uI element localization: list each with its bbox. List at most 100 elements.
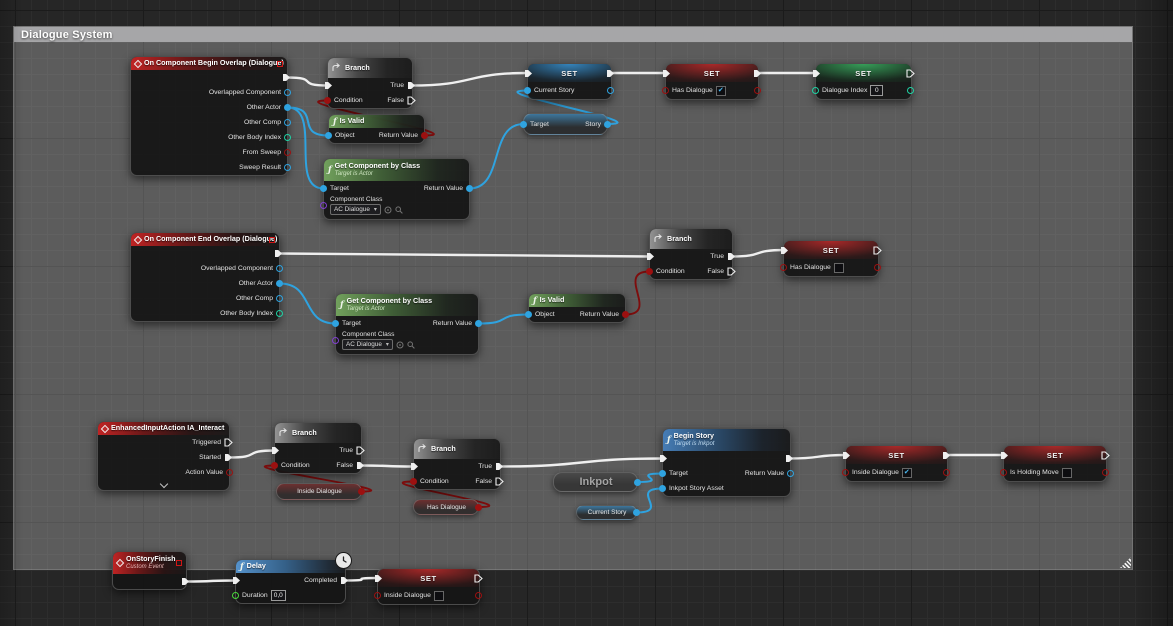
begin_story-rv-pin[interactable] <box>787 470 794 477</box>
pill_inside_dialogue-out-pin[interactable] <box>358 488 365 495</box>
isvalid1-rv-pin[interactable] <box>421 132 428 139</box>
set_is_holding_move-in-exec-pin[interactable] <box>1000 451 1009 460</box>
pill_inside_dialogue-node[interactable]: Inside Dialogue <box>276 483 365 500</box>
pill_inkpot-out-pin[interactable] <box>634 478 641 486</box>
browse-icon[interactable] <box>396 341 404 349</box>
search-icon[interactable] <box>395 205 403 214</box>
delay-duration-pin[interactable] <box>232 592 239 599</box>
isvalid2-rv-pin[interactable] <box>622 311 629 318</box>
delay-duration-value-box[interactable]: 0,0 <box>270 590 286 601</box>
begin_overlap-sweep_result-pin[interactable] <box>284 164 291 171</box>
end_overlap-overlapped-pin[interactable] <box>276 265 283 272</box>
set_inside_dialogue1-var-checkbox[interactable]: ✔ <box>901 467 912 478</box>
set_dialogue_index-var-pin[interactable] <box>812 87 819 94</box>
browse-icon[interactable] <box>384 206 392 214</box>
getcomp2-class-pin[interactable] <box>332 337 339 344</box>
enhanced_input-triggered-exec-pin[interactable] <box>224 438 233 447</box>
branch1-cond-pin[interactable] <box>324 97 331 104</box>
branch1-in-exec-pin[interactable] <box>324 81 333 90</box>
pill_current_story-out-pin[interactable] <box>633 509 640 516</box>
set_has_dialogue1-var-pin[interactable] <box>662 87 669 94</box>
set_has_dialogue2-var-pin[interactable] <box>780 264 787 271</box>
set_dialogue_index-in-exec-pin[interactable] <box>812 69 821 78</box>
branch4-cond-pin[interactable] <box>410 478 417 485</box>
set_is_holding_move-var-checkbox[interactable] <box>1061 467 1072 478</box>
set_has_dialogue1-in-exec-pin[interactable] <box>662 69 671 78</box>
set_has_dialogue1-out-exec-pin[interactable] <box>753 69 762 78</box>
comment-resize-handle[interactable] <box>1120 557 1131 568</box>
set_inside_dialogue2-varout-pin[interactable] <box>475 592 482 599</box>
set_dialogue_index-var-value-box[interactable]: 0 <box>870 85 884 96</box>
set_inside_dialogue1-in-exec-pin[interactable] <box>842 451 851 460</box>
enhanced_input-action_value-pin[interactable] <box>226 469 233 476</box>
set_has_dialogue2-varout-pin[interactable] <box>874 264 881 271</box>
end_overlap-exec-exec-pin[interactable] <box>274 249 283 258</box>
set_current_story-out-exec-pin[interactable] <box>606 69 615 78</box>
begin_overlap-overlapped-pin[interactable] <box>284 89 291 96</box>
set_has_dialogue2-in-exec-pin[interactable] <box>780 246 789 255</box>
getcomp1-rv-pin[interactable] <box>466 185 473 192</box>
branch3-in-exec-pin[interactable] <box>271 446 280 455</box>
getcomp1-class-pin[interactable] <box>320 202 327 209</box>
getcomp2-rv-pin[interactable] <box>475 320 482 327</box>
enhanced_input-expand[interactable] <box>98 479 229 490</box>
branch4-false-exec-pin[interactable] <box>495 477 504 486</box>
set_has_dialogue1-var-checkbox[interactable]: ✔ <box>715 85 726 96</box>
end_overlap-delegate-pin[interactable] <box>269 236 275 243</box>
getcomp1-class-select[interactable]: AC Dialogue▾ <box>330 204 381 215</box>
enhanced_input-started-exec-pin[interactable] <box>224 453 233 462</box>
branch2-cond-pin[interactable] <box>646 268 653 275</box>
on_story_finish-exec-exec-pin[interactable] <box>181 577 190 586</box>
begin_overlap-from_sweep-pin[interactable] <box>284 149 291 156</box>
branch3-cond-pin[interactable] <box>271 462 278 469</box>
set_inside_dialogue1-varout-pin[interactable] <box>943 469 950 476</box>
end_overlap-other_comp-pin[interactable] <box>276 295 283 302</box>
on_story_finish-delegate-pin[interactable] <box>176 560 182 566</box>
end_overlap-other_actor-pin[interactable] <box>276 280 283 287</box>
getcomp2-target-pin[interactable] <box>332 320 339 327</box>
target_story-target-pin[interactable] <box>520 120 527 128</box>
branch1-false-exec-pin[interactable] <box>407 96 416 105</box>
getcomp1-target-pin[interactable] <box>320 185 327 192</box>
set_has_dialogue1-varout-pin[interactable] <box>754 87 761 94</box>
delay-in-exec-pin[interactable] <box>232 576 241 585</box>
target_story-story-pin[interactable] <box>604 120 611 128</box>
set_dialogue_index-varout-pin[interactable] <box>907 87 914 94</box>
set_is_holding_move-varout-pin[interactable] <box>1102 469 1109 476</box>
branch4-true-exec-pin[interactable] <box>495 462 504 471</box>
set_inside_dialogue2-out-exec-pin[interactable] <box>474 573 483 583</box>
begin_story-asset-pin[interactable] <box>659 485 666 492</box>
set_inside_dialogue2-var-pin[interactable] <box>374 592 381 599</box>
branch2-false-exec-pin[interactable] <box>727 267 736 276</box>
set_inside_dialogue2-var-checkbox[interactable] <box>433 590 444 601</box>
set_current_story-var-pin[interactable] <box>524 87 531 94</box>
set_dialogue_index-out-exec-pin[interactable] <box>906 68 915 78</box>
set_current_story-varout-pin[interactable] <box>607 87 614 94</box>
begin_overlap-body_index-pin[interactable] <box>284 134 291 141</box>
set_is_holding_move-var-pin[interactable] <box>1000 469 1007 476</box>
isvalid2-object-pin[interactable] <box>525 311 532 318</box>
end_overlap-body_index-pin[interactable] <box>276 310 283 317</box>
set_is_holding_move-out-exec-pin[interactable] <box>1101 450 1110 460</box>
set_current_story-in-exec-pin[interactable] <box>524 69 533 78</box>
set_has_dialogue2-out-exec-pin[interactable] <box>873 245 882 255</box>
set_inside_dialogue1-out-exec-pin[interactable] <box>942 451 951 460</box>
branch4-in-exec-pin[interactable] <box>410 462 419 471</box>
pill_has_dialogue-out-pin[interactable] <box>475 503 482 511</box>
branch3-false-exec-pin[interactable] <box>356 461 365 470</box>
pill_current_story-node[interactable]: Current Story <box>576 505 640 520</box>
pill_inkpot-node[interactable]: Inkpot <box>553 472 641 492</box>
